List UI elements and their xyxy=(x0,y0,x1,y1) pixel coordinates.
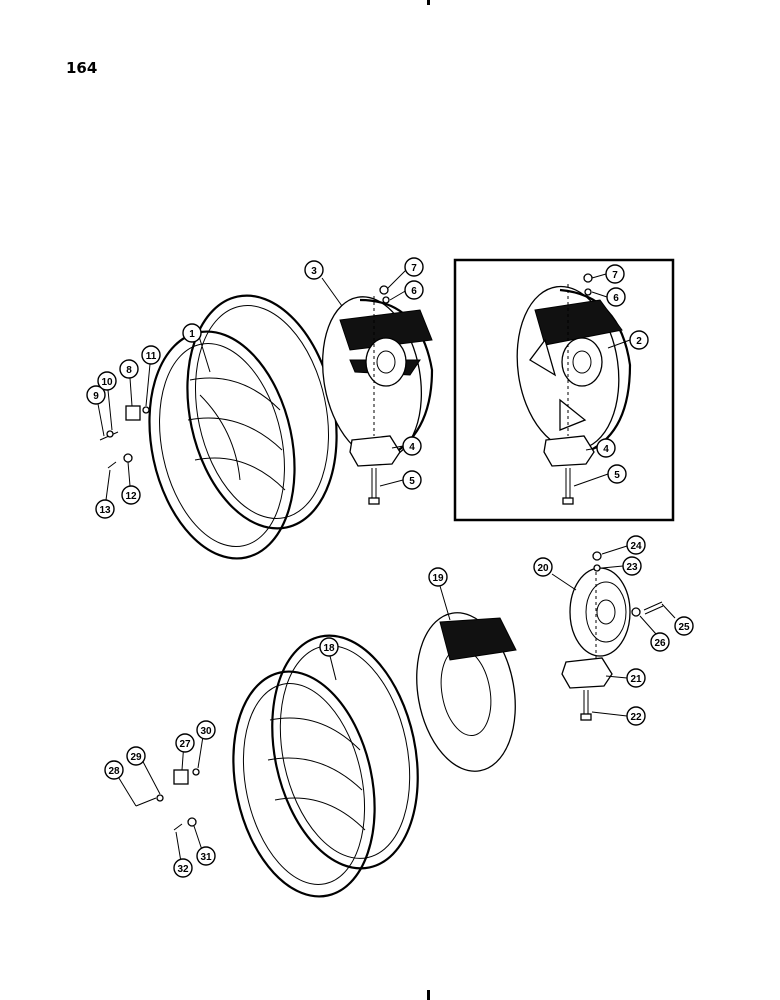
svg-text:29: 29 xyxy=(130,752,142,763)
svg-text:1: 1 xyxy=(189,329,195,340)
svg-text:7: 7 xyxy=(411,263,417,274)
callout-27: 27 xyxy=(175,733,195,753)
callout-31: 31 xyxy=(196,846,216,866)
svg-text:28: 28 xyxy=(108,766,120,777)
callout-32: 32 xyxy=(173,858,193,878)
svg-text:2: 2 xyxy=(636,336,642,347)
hub-lower xyxy=(569,567,631,657)
callout-19: 19 xyxy=(428,567,448,587)
svg-text:8: 8 xyxy=(126,365,132,376)
svg-text:26: 26 xyxy=(654,638,666,649)
svg-text:9: 9 xyxy=(93,391,99,402)
svg-text:13: 13 xyxy=(99,505,111,516)
callout-9: 9 xyxy=(86,385,106,405)
svg-text:22: 22 xyxy=(630,712,642,723)
clamp-block-upper xyxy=(349,435,401,467)
callout-20: 20 xyxy=(533,557,553,577)
callout-4-inset: 4 xyxy=(596,438,616,458)
svg-text:5: 5 xyxy=(614,470,620,481)
callout-10: 10 xyxy=(97,371,117,391)
svg-text:3: 3 xyxy=(311,266,317,277)
callout-1: 1 xyxy=(182,323,202,343)
leader-lines xyxy=(97,267,676,869)
callout-25: 25 xyxy=(674,616,694,636)
callout-11: 11 xyxy=(141,345,161,365)
svg-text:31: 31 xyxy=(200,852,212,863)
callout-12: 12 xyxy=(121,485,141,505)
callout-5-inset: 5 xyxy=(607,464,627,484)
callout-26: 26 xyxy=(650,632,670,652)
callout-21: 21 xyxy=(626,668,646,688)
svg-text:6: 6 xyxy=(411,286,417,297)
wheel-rim-lower xyxy=(232,634,419,898)
wheel-rim-upper xyxy=(148,294,338,560)
svg-text:4: 4 xyxy=(603,444,609,455)
callout-22: 22 xyxy=(626,706,646,726)
hardware-lower-left xyxy=(135,768,200,831)
callout-23: 23 xyxy=(622,556,642,576)
bolt-lower xyxy=(580,690,592,721)
svg-text:25: 25 xyxy=(678,622,690,633)
svg-text:24: 24 xyxy=(630,541,642,552)
svg-text:21: 21 xyxy=(630,674,642,685)
clamp-block-lower xyxy=(561,657,613,689)
page-number: 164 xyxy=(66,59,98,77)
callout-4-upper: 4 xyxy=(402,436,422,456)
svg-text:5: 5 xyxy=(409,476,415,487)
svg-text:23: 23 xyxy=(626,562,638,573)
wheel-weight-ring-lower xyxy=(416,612,517,772)
svg-text:11: 11 xyxy=(146,351,157,362)
svg-text:10: 10 xyxy=(101,377,113,388)
callout-18: 18 xyxy=(319,637,339,657)
callout-30: 30 xyxy=(196,720,216,740)
clamp-block-inset xyxy=(543,435,595,467)
callout-3: 3 xyxy=(304,260,324,280)
svg-text:4: 4 xyxy=(409,442,415,453)
svg-text:19: 19 xyxy=(432,573,444,584)
callout-29: 29 xyxy=(126,746,146,766)
svg-text:27: 27 xyxy=(179,739,191,750)
callout-7-upper: 7 xyxy=(404,257,424,277)
callout-6-upper: 6 xyxy=(404,280,424,300)
svg-text:6: 6 xyxy=(613,293,619,304)
callout-5-upper: 5 xyxy=(402,470,422,490)
bottom-mark xyxy=(427,990,430,1000)
callout-7-inset: 7 xyxy=(605,264,625,284)
callout-6-inset: 6 xyxy=(606,287,626,307)
wheel-weight-upper xyxy=(321,296,434,462)
inset-frame xyxy=(453,258,675,522)
top-mark xyxy=(427,0,430,5)
hardware-upper-left xyxy=(99,405,150,469)
callout-2: 2 xyxy=(629,330,649,350)
bolt-inset xyxy=(562,468,574,505)
svg-text:20: 20 xyxy=(537,563,549,574)
callout-13: 13 xyxy=(95,499,115,519)
svg-text:7: 7 xyxy=(612,270,618,281)
svg-text:18: 18 xyxy=(323,643,335,654)
callout-28: 28 xyxy=(104,760,124,780)
wheel-weight-inset xyxy=(516,285,632,457)
bolt-upper xyxy=(368,468,380,505)
svg-text:32: 32 xyxy=(177,864,189,875)
callout-8: 8 xyxy=(119,359,139,379)
svg-text:30: 30 xyxy=(200,726,212,737)
svg-text:12: 12 xyxy=(125,491,137,502)
callout-24: 24 xyxy=(626,535,646,555)
